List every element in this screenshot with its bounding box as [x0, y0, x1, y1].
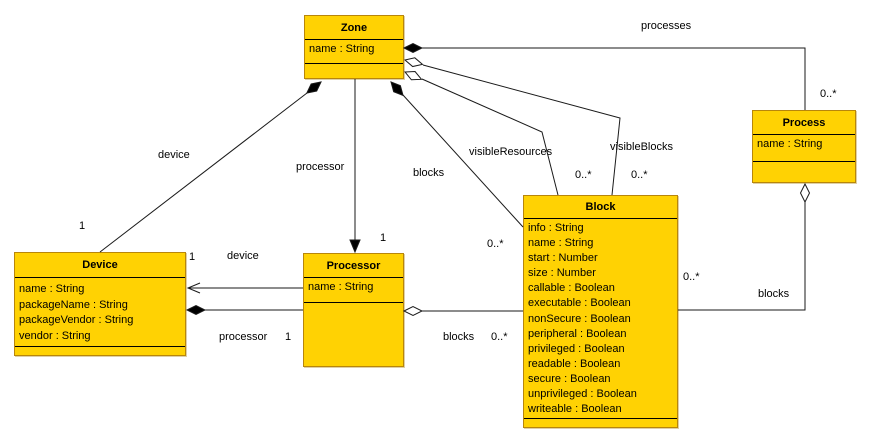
class-device-attributes: name : String packageName : String package…	[15, 278, 185, 347]
class-zone-operations	[305, 64, 403, 78]
multiplicity-label: 0..*	[575, 169, 592, 181]
class-attribute: readable : Boolean	[528, 357, 621, 370]
class-attribute: privileged : Boolean	[528, 342, 625, 355]
class-device[interactable]: Device name : String packageName : String…	[14, 252, 186, 356]
association-zone-device[interactable]	[99, 78, 324, 253]
aggregation-diamond-icon	[402, 305, 424, 317]
class-attribute: peripheral : Boolean	[528, 327, 627, 340]
class-attribute: writeable : Boolean	[528, 403, 622, 416]
class-attribute: start : Number	[528, 252, 598, 265]
aggregation-diamond-icon	[403, 71, 423, 81]
class-zone-title: Zone	[305, 16, 403, 40]
association-label: visibleBlocks	[610, 141, 673, 153]
association-label: processes	[641, 20, 692, 32]
class-attribute: size : Number	[528, 267, 596, 280]
class-process-title: Process	[753, 111, 855, 135]
composition-diamond-icon	[390, 81, 404, 97]
class-process-operations	[753, 162, 855, 182]
class-zone[interactable]: Zone name : String	[304, 15, 404, 79]
multiplicity-label: 1	[79, 220, 86, 232]
association-label: processor	[219, 331, 268, 343]
association-label: blocks	[758, 288, 790, 300]
aggregation-diamond-icon	[799, 182, 811, 204]
multiplicity-label: 0..*	[820, 88, 837, 100]
composition-diamond-icon	[402, 42, 424, 54]
class-processor-operations	[304, 303, 403, 366]
multiplicity-label: 0..*	[631, 169, 648, 181]
class-attribute: vendor : String	[19, 329, 91, 342]
class-block-title: Block	[524, 196, 677, 219]
composition-diamond-icon	[305, 81, 322, 94]
multiplicity-label: 1	[189, 251, 196, 263]
class-attribute: unprivileged : Boolean	[528, 388, 637, 401]
class-attribute: name : String	[757, 138, 823, 150]
arrowhead-icon	[349, 239, 361, 254]
class-attribute: packageVendor : String	[19, 314, 134, 326]
class-device-title: Device	[15, 253, 185, 278]
class-attribute: packageName : String	[19, 298, 128, 311]
class-processor[interactable]: Processor name : String	[303, 253, 404, 367]
class-process[interactable]: Process name : String	[752, 110, 856, 183]
multiplicity-label: 0..*	[683, 271, 700, 283]
multiplicity-label: 0..*	[487, 238, 504, 250]
association-zone-processor[interactable]	[349, 79, 361, 254]
class-attribute: name : String	[308, 281, 374, 293]
association-label: blocks	[443, 331, 475, 343]
class-block-attributes: info : String name : String start : Number…	[524, 219, 677, 419]
association-label: blocks	[413, 167, 445, 179]
class-attribute: name : String	[309, 43, 375, 55]
class-attribute: nonSecure : Boolean	[528, 312, 631, 325]
multiplicity-label: 1	[380, 232, 387, 244]
class-process-attributes: name : String	[753, 135, 855, 162]
association-device-processor[interactable]	[185, 304, 303, 316]
class-attribute: name : String	[528, 237, 594, 250]
association-processor-device[interactable]	[186, 282, 303, 294]
class-block-operations	[524, 419, 677, 427]
association-label: device	[158, 149, 190, 161]
class-attribute: name : String	[19, 283, 85, 295]
class-processor-attributes: name : String	[304, 278, 403, 303]
aggregation-diamond-icon	[403, 57, 424, 68]
association-label: device	[227, 250, 259, 262]
association-processor-blocks[interactable]	[402, 305, 523, 317]
class-attribute: info : String	[528, 222, 584, 234]
class-attribute: executable : Boolean	[528, 297, 631, 310]
association-process-blocks[interactable]	[678, 182, 811, 311]
open-arrowhead-icon	[186, 282, 201, 294]
association-zone-processes[interactable]	[402, 42, 806, 111]
class-processor-title: Processor	[304, 254, 403, 278]
class-attribute: secure : Boolean	[528, 372, 611, 385]
composition-diamond-icon	[185, 304, 207, 316]
association-label: processor	[296, 161, 345, 173]
multiplicity-label: 0..*	[491, 331, 508, 343]
class-zone-attributes: name : String	[305, 40, 403, 64]
class-device-operations	[15, 347, 185, 355]
class-attribute: callable : Boolean	[528, 282, 615, 295]
association-label: visibleResources	[469, 146, 553, 158]
class-block[interactable]: Block info : String name : String start : …	[523, 195, 678, 428]
multiplicity-label: 1	[285, 331, 292, 343]
